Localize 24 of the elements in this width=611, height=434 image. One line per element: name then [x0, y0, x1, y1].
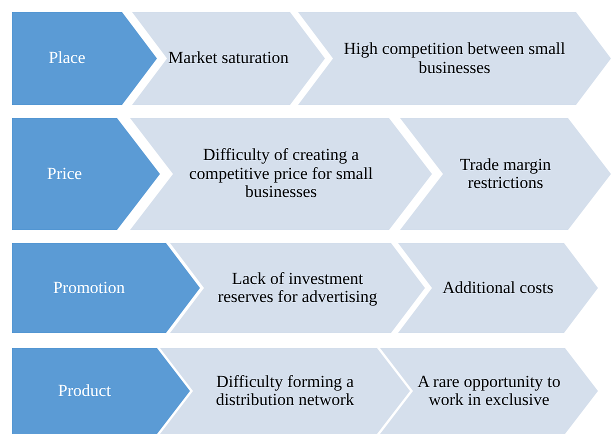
- step-label: Lack of investment reserves for advertising: [216, 270, 378, 306]
- step-label: Place: [48, 49, 86, 68]
- chevron-step: [170, 243, 425, 333]
- chevron-step: [400, 118, 611, 230]
- chevron-step: [130, 118, 432, 230]
- chevron-step: [12, 243, 200, 333]
- chevron-step: [12, 12, 157, 105]
- chevron-step: [132, 12, 325, 105]
- step-label: Trade margin restrictions: [458, 156, 552, 192]
- step-label: Additional costs: [442, 278, 554, 298]
- step-label: Promotion: [53, 278, 125, 298]
- step-label: Product: [58, 382, 111, 400]
- chevron-step: [12, 118, 160, 230]
- chevron-step: [298, 12, 611, 105]
- step-label: Difficulty of creating a competitive price for small businesses: [188, 146, 374, 202]
- step-label: High competition between small businesses: [342, 40, 566, 77]
- chevron-step: [398, 243, 598, 333]
- chevron-step: [12, 348, 190, 434]
- chevron-step: [160, 348, 410, 434]
- chevron-step: [380, 348, 598, 434]
- step-label: A rare opportunity to work in exclusive: [416, 372, 562, 410]
- step-label: Market saturation: [168, 49, 289, 68]
- step-label: Difficulty forming a distribution network: [214, 372, 356, 410]
- step-label: Price: [47, 164, 82, 184]
